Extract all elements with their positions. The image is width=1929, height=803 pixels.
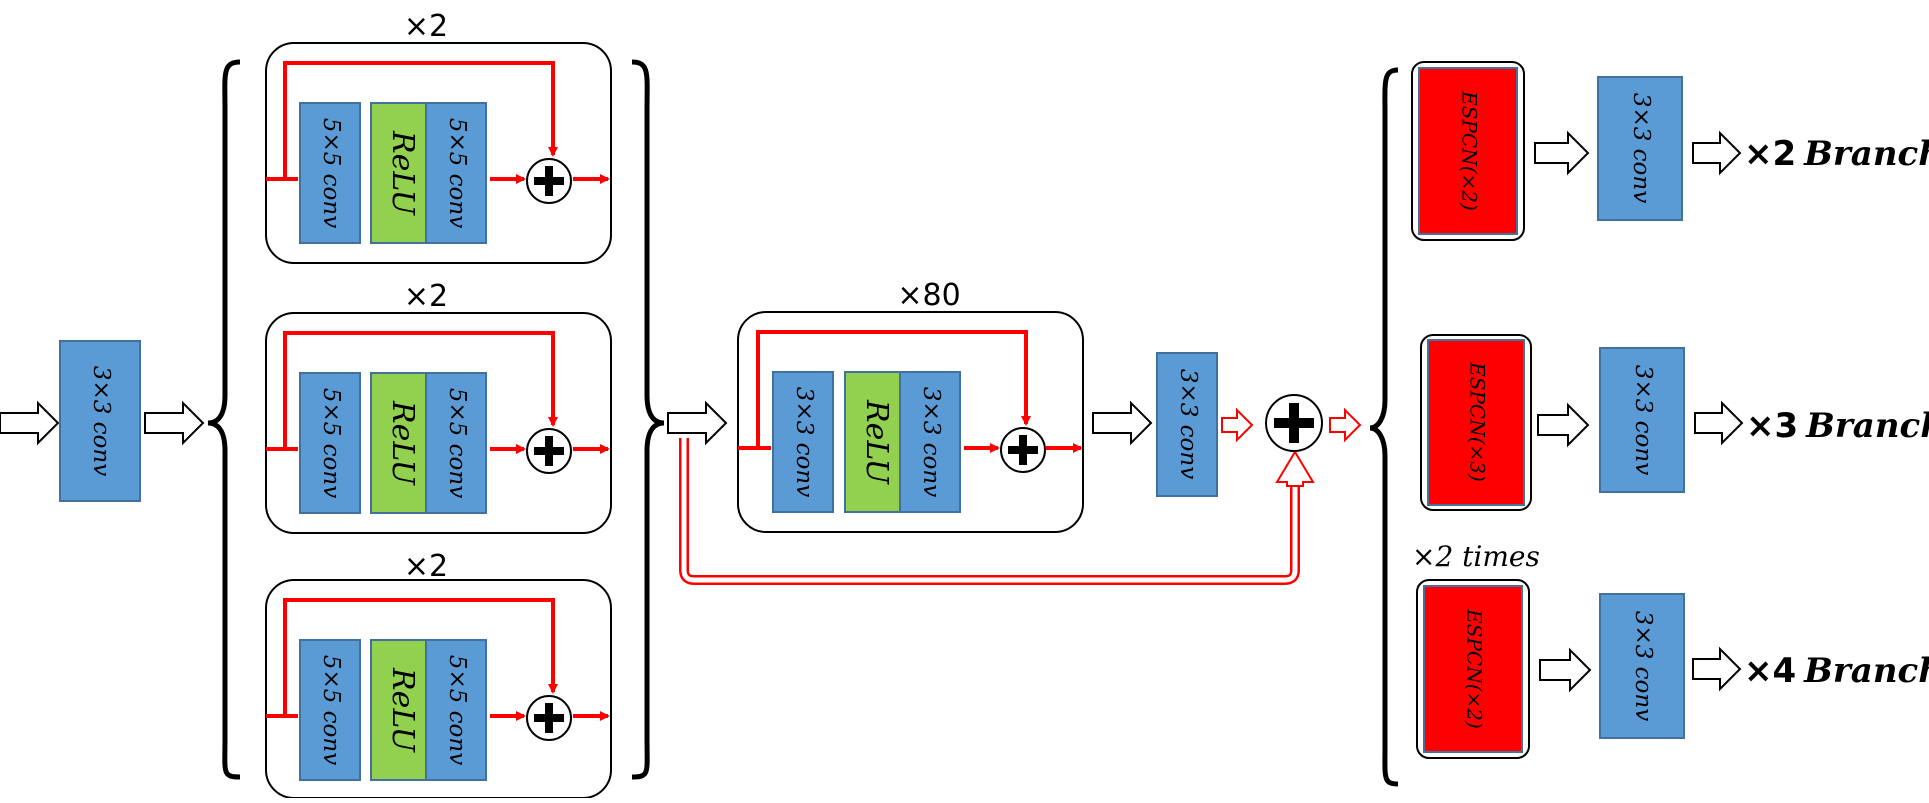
svg-text:×3Branch: ×3Branch xyxy=(1746,406,1929,446)
head-conv-label: 3×3 conv xyxy=(88,366,114,476)
branch-x4-espcn: ESPCN(×2) xyxy=(1463,608,1487,729)
res-group-3-relu: ReLU xyxy=(385,667,420,754)
branch-brace xyxy=(1369,67,1399,787)
branch-x4: ×2 times ESPCN(×2) 3×3 conv ×4Branch xyxy=(1412,540,1929,759)
tail-conv-label: 3×3 conv xyxy=(1175,369,1201,479)
branch-x4-conv: 3×3 conv xyxy=(1630,611,1656,721)
res-group-2-conv-a: 5×5 conv xyxy=(318,388,344,498)
branch-x3: ESPCN(×3) 3×3 conv ×3Branch xyxy=(1420,334,1929,511)
branch-x2-mult: ×2 xyxy=(1744,134,1796,174)
deep-res-conv-b: 3×3 conv xyxy=(918,387,944,497)
arrow-to-deep-group xyxy=(667,400,728,446)
res-group-1-relu: ReLU xyxy=(385,130,420,217)
res-group-1-repeat: ×2 xyxy=(404,9,448,44)
deep-res-group: ×80 3×3 conv ReLU 3×3 conv xyxy=(737,278,1084,533)
branch-x3-conv: 3×3 conv xyxy=(1630,365,1656,475)
deep-res-group-repeat: ×80 xyxy=(897,278,960,313)
global-skip-connection xyxy=(679,438,1315,585)
right-brace xyxy=(631,59,665,780)
branch-x4-times: ×2 times xyxy=(1412,540,1540,573)
branch-x4-mult: ×4 xyxy=(1744,651,1796,691)
tail-conv-block: 3×3 conv xyxy=(1156,352,1218,497)
branch-x2-word: Branch xyxy=(1803,134,1929,174)
branch-x2-espcn: ESPCN(×2) xyxy=(1458,90,1482,211)
arrow-head-to-res xyxy=(144,400,205,446)
res-group-3-repeat: ×2 xyxy=(404,549,448,584)
branch-x3-mult: ×3 xyxy=(1746,406,1798,446)
arrow-to-tail-conv xyxy=(1092,400,1153,446)
arrow-tail-to-sum xyxy=(1221,407,1254,443)
deep-res-conv-a: 3×3 conv xyxy=(791,387,817,497)
res-group-3-conv-b: 5×5 conv xyxy=(444,655,470,765)
input-arrow xyxy=(0,400,60,446)
branch-x4-word: Branch xyxy=(1803,651,1929,691)
svg-text:×2Branch: ×2Branch xyxy=(1744,134,1929,174)
res-group-2-repeat: ×2 xyxy=(404,279,448,314)
branch-x2-conv: 3×3 conv xyxy=(1628,93,1654,203)
global-sum-node xyxy=(1265,394,1323,452)
res-group-2-relu: ReLU xyxy=(385,400,420,487)
branch-x3-espcn: ESPCN(×3) xyxy=(1466,361,1490,482)
arrow-sum-to-branches xyxy=(1329,407,1362,443)
res-group-1: ×2 5×5 conv ReLU 5×5 conv xyxy=(265,9,612,264)
res-group-3: ×2 5×5 conv ReLU 5×5 conv xyxy=(265,549,612,799)
svg-text:×4Branch: ×4Branch xyxy=(1744,651,1929,691)
deep-res-relu: ReLU xyxy=(859,399,894,486)
head-conv-block: 3×3 conv xyxy=(59,340,141,502)
res-group-3-conv-a: 5×5 conv xyxy=(318,655,344,765)
res-group-2-conv-b: 5×5 conv xyxy=(444,388,470,498)
res-group-1-conv-a: 5×5 conv xyxy=(318,118,344,228)
res-group-1-conv-b: 5×5 conv xyxy=(444,118,470,228)
left-brace xyxy=(207,59,241,780)
branch-x3-word: Branch xyxy=(1805,406,1929,446)
branch-x2: ESPCN(×2) 3×3 conv ×2Branch xyxy=(1411,61,1929,241)
res-group-2: ×2 5×5 conv ReLU 5×5 conv xyxy=(265,279,612,534)
